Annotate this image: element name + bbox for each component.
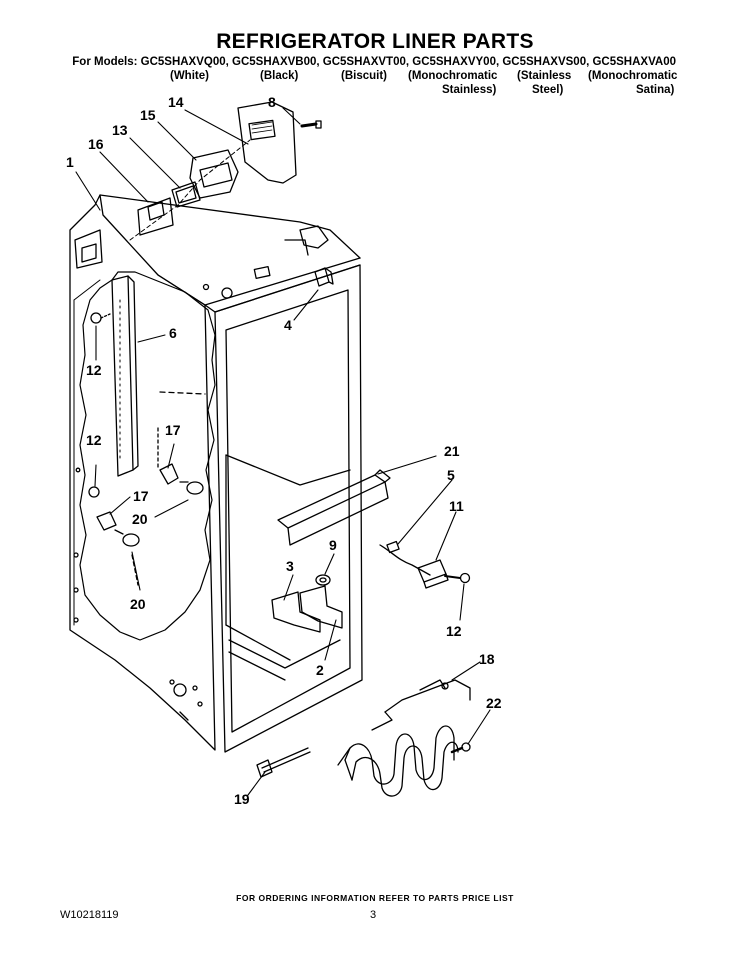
callout-14: 14: [168, 94, 184, 110]
callout-15: 15: [140, 107, 156, 123]
part-3-bracket: [271, 591, 321, 633]
refrigerator-liner: [69, 194, 363, 753]
callout-17-upper: 17: [165, 422, 181, 438]
part-5-wire-harness: [379, 540, 431, 576]
part-22-screw: [450, 742, 471, 754]
part-6-shelf-rail: [111, 275, 139, 477]
callout-numbers: 1 16 13 15 14 8 4 6 12 12 17 17 20 20 21…: [66, 94, 502, 807]
variant-stainless-steel-line1: (Stainless: [517, 70, 572, 82]
leader-lines: [75, 107, 491, 796]
part-20-bulb-lower: [114, 529, 140, 547]
variant-biscuit: (Biscuit): [341, 70, 387, 82]
models-line: For Models: GC5SHAXVQ00, GC5SHAXVB00, GC…: [72, 56, 676, 68]
part-20-bulb-upper: [179, 481, 204, 495]
callout-8: 8: [268, 94, 276, 110]
variant-mono-stainless-line2: Stainless): [442, 84, 497, 96]
callout-3: 3: [286, 558, 294, 574]
part-12-screw-lower: [88, 486, 100, 498]
part-17-socket-lower: [96, 511, 117, 531]
part-13-gasket: [171, 181, 201, 208]
callout-16: 16: [88, 136, 104, 152]
variant-stainless-steel-line2: Steel): [532, 84, 564, 96]
part-11-switch: [417, 559, 449, 589]
variant-white: (White): [170, 70, 209, 82]
variant-mono-satina-line2: Satina): [636, 84, 675, 96]
callout-22: 22: [486, 695, 502, 711]
callout-17-lower: 17: [133, 488, 149, 504]
callout-9: 9: [329, 537, 337, 553]
callout-11: 11: [449, 498, 464, 514]
assembly-line-3: [131, 554, 139, 586]
callout-4: 4: [284, 317, 292, 333]
callout-12-upper: 12: [86, 362, 102, 378]
cutaway-outline: [79, 271, 216, 641]
callout-18: 18: [479, 651, 495, 667]
variant-mono-satina-line1: (Monochromatic: [588, 70, 678, 82]
part-2-bracket: [299, 585, 343, 629]
part-4-clip: [314, 267, 334, 287]
part-21-cover: [277, 469, 391, 546]
callout-12-right: 12: [446, 623, 462, 639]
variant-mono-stainless-line1: (Monochromatic: [408, 70, 498, 82]
model-variants: (White) (Black) (Biscuit) (Monochromatic…: [70, 69, 678, 97]
callout-20-lower: 20: [130, 596, 146, 612]
callout-6: 6: [169, 325, 177, 341]
callout-1: 1: [66, 154, 74, 170]
part-12-screw-right: [444, 572, 471, 584]
callout-13: 13: [112, 122, 128, 138]
part-18-evaporator: [337, 679, 471, 797]
model-list: For Models: GC5SHAXVQ00, GC5SHAXVB00, GC…: [70, 55, 677, 96]
ordering-note: FOR ORDERING INFORMATION REFER TO PARTS …: [236, 893, 514, 903]
callout-2: 2: [316, 662, 324, 678]
assembly-line-2: [159, 391, 206, 395]
assembly-line-1: [129, 139, 251, 241]
variant-black: (Black): [260, 70, 299, 82]
callout-20-upper: 20: [132, 511, 148, 527]
part-19-cable-tie: [256, 747, 311, 778]
part-12-screw-upper: [90, 312, 111, 324]
callout-5: 5: [447, 467, 455, 483]
callout-12-middle: 12: [86, 432, 102, 448]
callout-21: 21: [444, 443, 460, 459]
part-9-grommet: [315, 574, 331, 586]
part-14-control-panel: [237, 101, 297, 184]
page-number: 3: [370, 909, 377, 921]
page-title: REFRIGERATOR LINER PARTS: [216, 30, 534, 53]
document-number: W10218119: [60, 909, 119, 921]
part-8-screw: [300, 120, 322, 129]
callout-19: 19: [234, 791, 250, 807]
